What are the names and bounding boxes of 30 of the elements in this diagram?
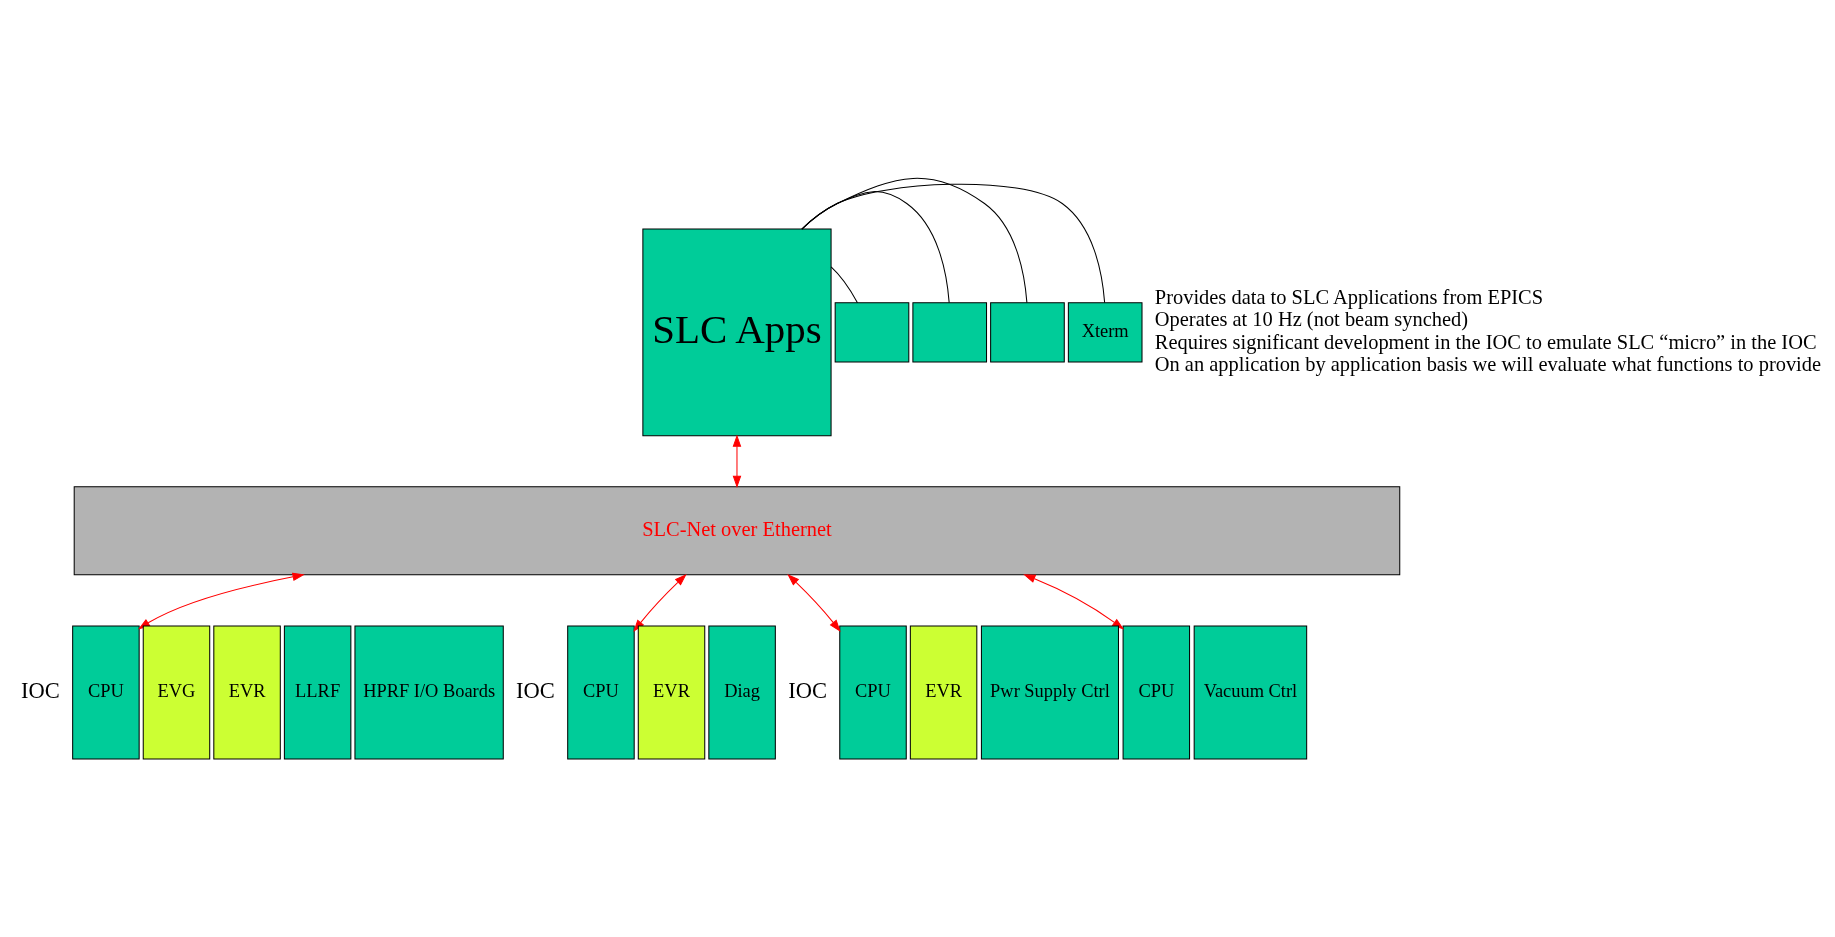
node-box: Xterm: [1067, 302, 1143, 363]
node-box: Pwr Supply Ctrl: [980, 625, 1119, 760]
node-box: EVR: [637, 625, 706, 760]
node-box: EVR: [909, 625, 978, 760]
node-box: CPU: [1122, 625, 1191, 760]
node-box: Vacuum Ctrl: [1193, 625, 1308, 760]
node-box: CPU: [72, 625, 140, 760]
node-box: CPU: [567, 625, 635, 760]
node-box: LLRF: [283, 625, 352, 760]
connector: [830, 266, 858, 304]
node-box: [834, 302, 910, 363]
arrow: [787, 574, 841, 632]
node-box: [990, 302, 1065, 363]
label: Requires significant development in the IOC to emulate SLC “micro” in the IOC: [1154, 330, 1817, 353]
connector: [801, 183, 1106, 304]
node-box: SLC-Net over Ethernet: [73, 486, 1401, 576]
label: Operates at 10 Hz (not beam synched): [1154, 308, 1469, 331]
arrow: [732, 434, 742, 489]
label: IOC: [21, 678, 60, 704]
label: Provides data to SLC Applications from EPICS: [1154, 285, 1544, 308]
node-box: SLC Apps: [642, 228, 832, 437]
node-box: Diag: [708, 625, 776, 760]
node-box: [912, 302, 988, 363]
label: IOC: [516, 678, 555, 704]
node-box: EVR: [213, 625, 281, 760]
node-box: CPU: [839, 625, 907, 760]
label: IOC: [788, 678, 827, 704]
node-box: HPRF I/O Boards: [354, 625, 504, 760]
label: On an application by application basis we will evaluate what functions to provide: [1154, 353, 1822, 376]
node-box: EVG: [142, 625, 211, 760]
